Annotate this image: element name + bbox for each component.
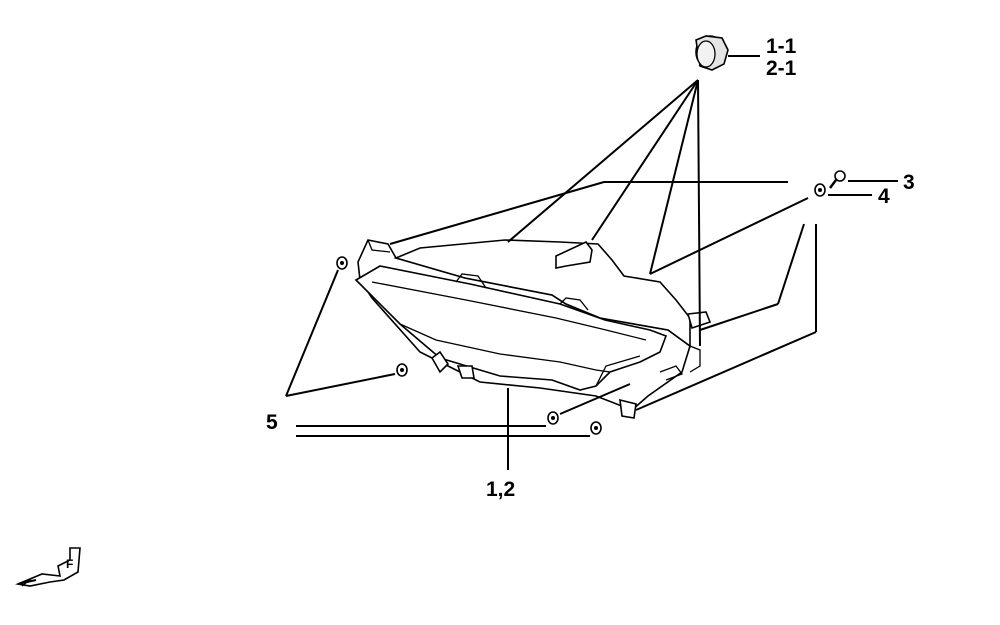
screw-icon	[829, 170, 846, 189]
callout-1-1: 1-1	[766, 35, 797, 58]
front-direction-icon: F	[15, 547, 81, 587]
washer-icon	[814, 183, 826, 197]
bulb-icon	[695, 35, 729, 71]
grommet-icon	[336, 256, 602, 435]
headlight-housing	[354, 239, 712, 419]
callout-3: 3	[903, 171, 915, 194]
callout-5: 5	[266, 411, 278, 434]
callout-2-1: 2-1	[766, 57, 797, 80]
leader-lines	[285, 55, 898, 470]
callout-1-2: 1,2	[486, 478, 515, 501]
callout-4: 4	[878, 185, 890, 208]
direction-marker-label: F	[66, 557, 73, 571]
